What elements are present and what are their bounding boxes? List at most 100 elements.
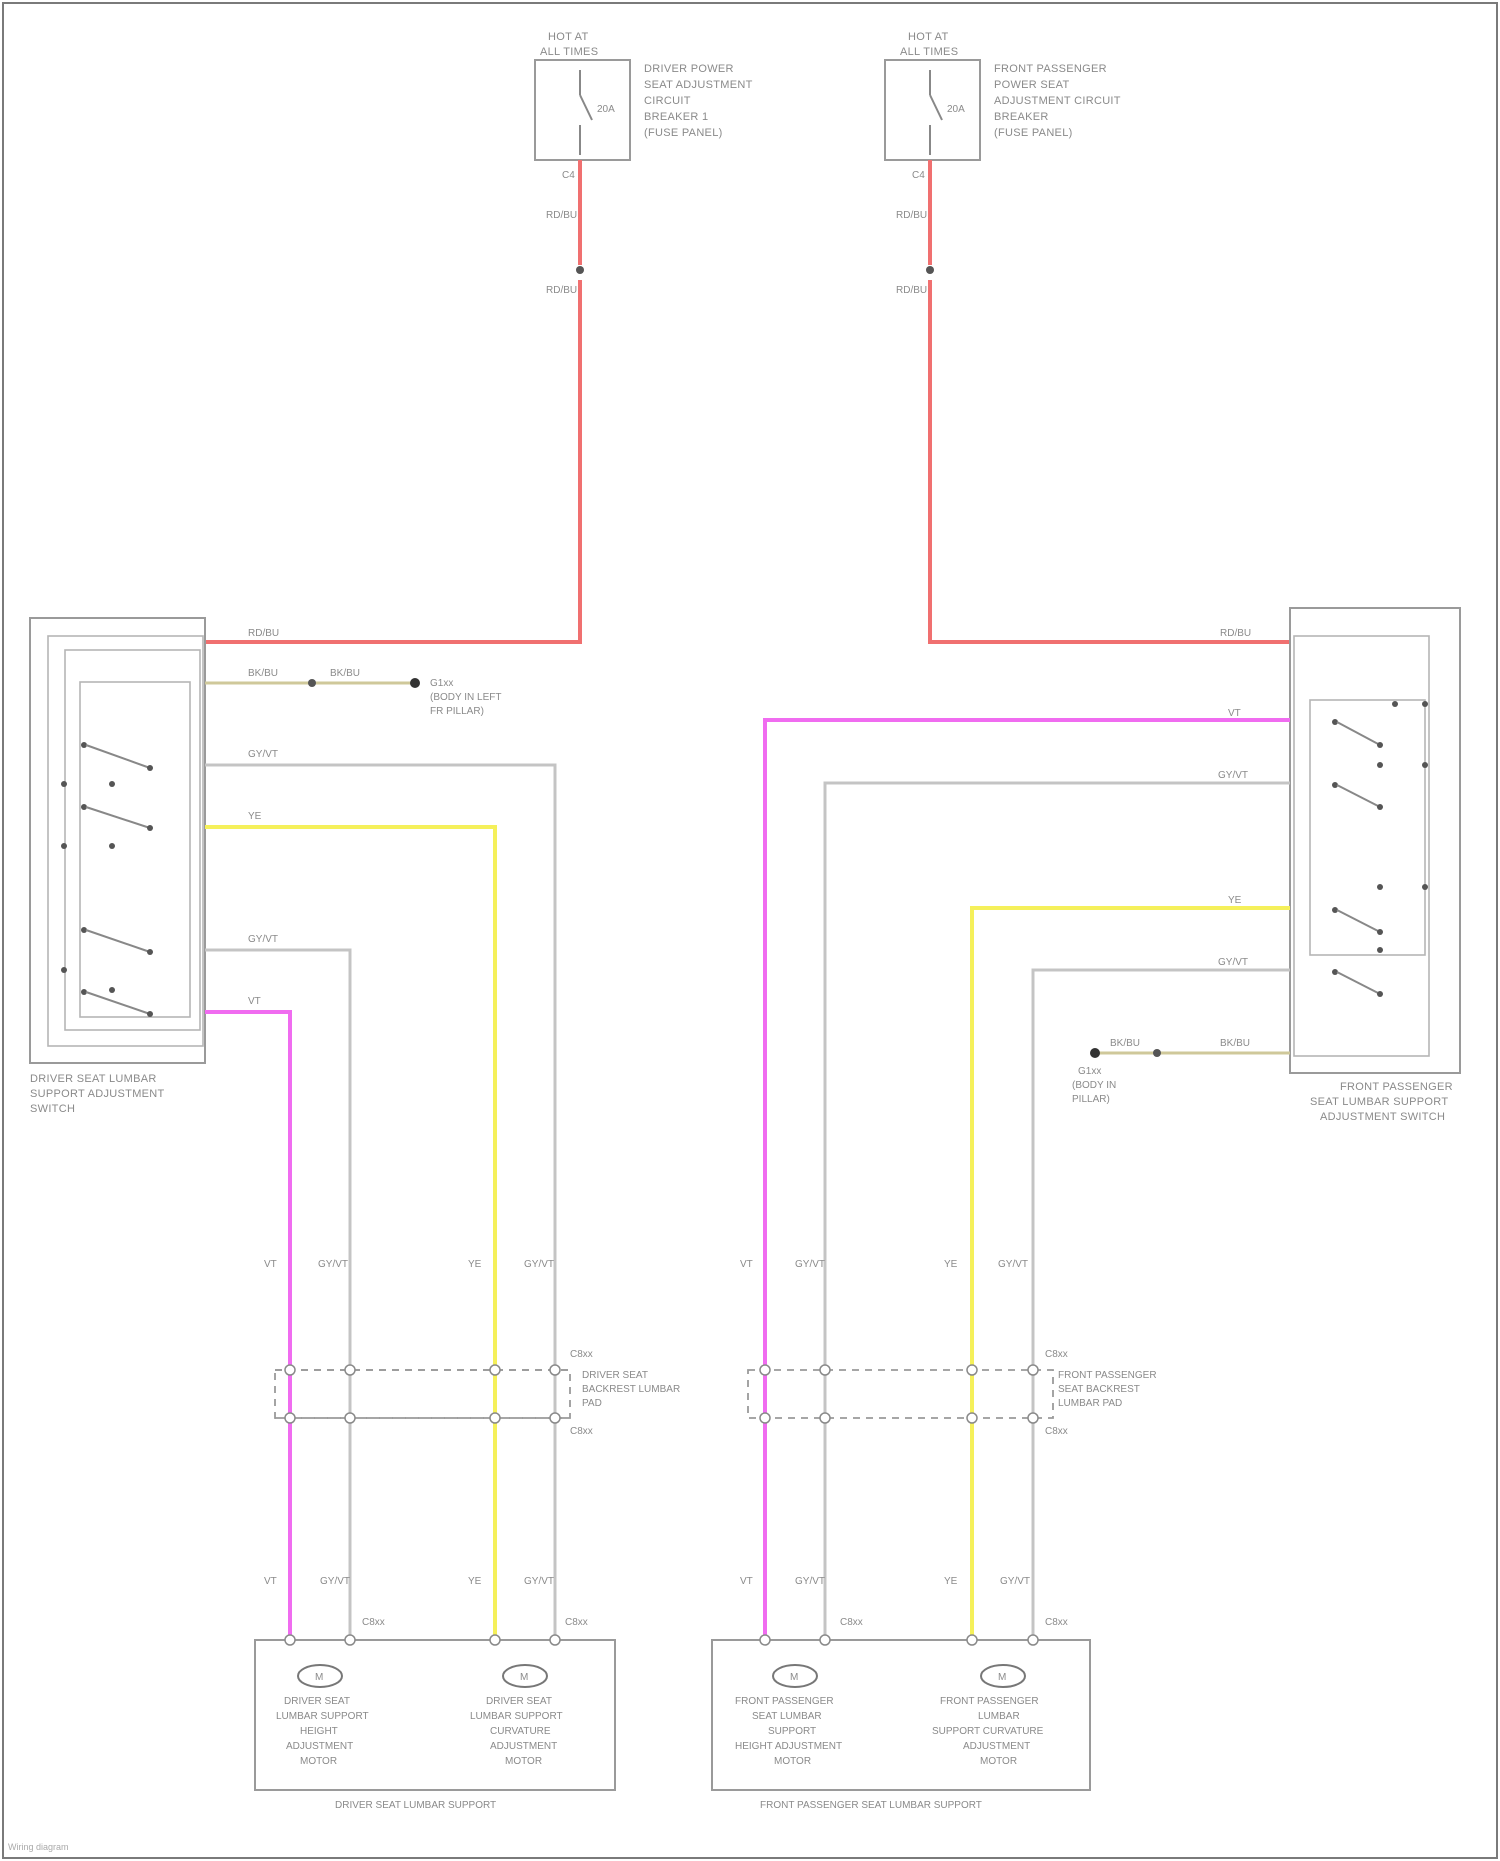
right-motor2-4: ADJUSTMENT xyxy=(963,1741,1030,1752)
right-power-wire xyxy=(930,160,1290,642)
left-connector-name-3: PAD xyxy=(582,1398,602,1409)
right-fuse-desc-3: ADJUSTMENT CIRCUIT xyxy=(994,95,1121,107)
right-ground-wire-label-1: BK/BU xyxy=(1110,1038,1140,1049)
left-fuse-desc-5: (FUSE PANEL) xyxy=(644,127,723,139)
right-switch-power-wire-label: RD/BU xyxy=(1220,628,1251,639)
right-motor1-1: FRONT PASSENGER xyxy=(735,1696,834,1707)
right-fuse-desc-4: BREAKER xyxy=(994,111,1049,123)
left-bottom-label-3: YE xyxy=(468,1576,482,1587)
right-connector-top-labels: VT GY/VT YE GY/VT xyxy=(740,1259,1028,1270)
left-connector-name-1: DRIVER SEAT xyxy=(582,1370,648,1381)
right-fuse-wire-2: RD/BU xyxy=(896,285,927,296)
right-switch-name-2: SEAT LUMBAR SUPPORT xyxy=(1310,1096,1448,1108)
left-ground-name-2: (BODY IN LEFT xyxy=(430,692,502,703)
left-motor1-2: LUMBAR SUPPORT xyxy=(276,1711,369,1722)
right-motor1-2: SEAT LUMBAR xyxy=(752,1711,822,1722)
right-fuse-pin: C4 xyxy=(912,170,925,181)
left-motor1-symbol: M xyxy=(315,1672,323,1683)
left-switch-w2-label: YE xyxy=(248,811,262,822)
left-motor2-3: CURVATURE xyxy=(490,1726,551,1737)
left-power-wire xyxy=(205,160,580,642)
right-motor1-4: HEIGHT ADJUSTMENT xyxy=(735,1741,842,1752)
right-top-label-4: GY/VT xyxy=(998,1259,1028,1270)
right-height-motor-icon: M xyxy=(773,1665,817,1687)
right-assembly-code-1: C8xx xyxy=(840,1617,863,1628)
right-bottom-label-4: GY/VT xyxy=(1000,1576,1030,1587)
right-bottom-label-3: YE xyxy=(944,1576,958,1587)
right-ground-name-3: PILLAR) xyxy=(1072,1094,1110,1105)
right-motor2-5: MOTOR xyxy=(980,1756,1017,1767)
left-motor2-1: DRIVER SEAT xyxy=(486,1696,552,1707)
right-fuse: HOT AT ALL TIMES 20A FRONT PASSENGER POW… xyxy=(885,31,1121,296)
right-connector-name-3: LUMBAR PAD xyxy=(1058,1398,1122,1409)
right-ground-name-2: (BODY IN xyxy=(1072,1080,1116,1091)
right-fuse-desc-5: (FUSE PANEL) xyxy=(994,127,1073,139)
right-switch-w4-label: GY/VT xyxy=(1218,957,1248,968)
left-ground-name-1: G1xx xyxy=(430,678,453,689)
left-connector-name-2: BACKREST LUMBAR xyxy=(582,1384,680,1395)
right-fuse-wire-1: RD/BU xyxy=(896,210,927,221)
right-motor1-3: SUPPORT xyxy=(768,1726,816,1737)
left-switch-name-1: DRIVER SEAT LUMBAR xyxy=(30,1073,157,1085)
right-motor2-3: SUPPORT CURVATURE xyxy=(932,1726,1044,1737)
left-inline-connector: C8xx C8xx DRIVER SEAT BACKREST LUMBAR PA… xyxy=(275,1349,680,1437)
right-bottom-label-1: VT xyxy=(740,1576,753,1587)
right-motor1-symbol: M xyxy=(790,1672,798,1683)
right-motor2-symbol: M xyxy=(998,1672,1006,1683)
left-motor1-4: ADJUSTMENT xyxy=(286,1741,353,1752)
right-wire-vt xyxy=(765,720,1290,1640)
left-switch-w3-label: GY/VT xyxy=(248,934,278,945)
left-connector-upper-code: C8xx xyxy=(570,1349,593,1360)
left-bottom-label-1: VT xyxy=(264,1576,277,1587)
left-fuse-rating: 20A xyxy=(597,104,615,115)
left-switch-w1-label: GY/VT xyxy=(248,749,278,760)
right-fuse-rating: 20A xyxy=(947,104,965,115)
left-ground-wire-label-2: BK/BU xyxy=(330,668,360,679)
left-bottom-label-2: GY/VT xyxy=(320,1576,350,1587)
left-top-label-1: VT xyxy=(264,1259,277,1270)
right-connector-name-2: SEAT BACKREST xyxy=(1058,1384,1140,1395)
right-wire-ye xyxy=(972,908,1290,1640)
left-motor2-5: MOTOR xyxy=(505,1756,542,1767)
right-fuse-times-label: ALL TIMES xyxy=(900,46,958,58)
right-connector-upper-code: C8xx xyxy=(1045,1349,1068,1360)
right-top-label-1: VT xyxy=(740,1259,753,1270)
left-wire-gy-vt-b xyxy=(205,950,350,1640)
right-fuse-box xyxy=(885,60,980,160)
left-switch-name-2: SUPPORT ADJUSTMENT xyxy=(30,1088,165,1100)
left-fuse-desc-4: BREAKER 1 xyxy=(644,111,708,123)
left-curvature-motor-icon: M xyxy=(503,1665,547,1687)
left-ground-wire-label-1: BK/BU xyxy=(248,668,278,679)
right-switch-name-3: ADJUSTMENT SWITCH xyxy=(1320,1111,1445,1123)
right-lumbar-switch: FRONT PASSENGER SEAT LUMBAR SUPPORT ADJU… xyxy=(1072,608,1460,1123)
left-motor1-3: HEIGHT xyxy=(300,1726,338,1737)
left-fuse-desc-1: DRIVER POWER xyxy=(644,63,734,75)
right-fuse-hot-label: HOT AT xyxy=(908,31,949,43)
right-motor1-5: MOTOR xyxy=(774,1756,811,1767)
left-fuse: HOT AT ALL TIMES 20A DRIVER POWER SEAT A… xyxy=(535,31,753,296)
left-motor2-symbol: M xyxy=(520,1672,528,1683)
left-connector-top-labels: VT GY/VT YE GY/VT xyxy=(264,1259,554,1270)
right-assembly-title: FRONT PASSENGER SEAT LUMBAR SUPPORT xyxy=(760,1800,982,1811)
right-lumbar-assembly: C8xx C8xx M M FRONT PASSENGER SEAT LUMBA… xyxy=(712,1617,1090,1811)
left-lumbar-switch: DRIVER SEAT LUMBAR SUPPORT ADJUSTMENT SW… xyxy=(30,618,502,1115)
left-assembly-code-2: C8xx xyxy=(565,1617,588,1628)
right-inline-connector: C8xx C8xx FRONT PASSENGER SEAT BACKREST … xyxy=(748,1349,1157,1437)
right-motor2-1: FRONT PASSENGER xyxy=(940,1696,1039,1707)
left-switch-outer xyxy=(30,618,205,1063)
right-assembly-code-2: C8xx xyxy=(1045,1617,1068,1628)
left-switch-power-wire-label: RD/BU xyxy=(248,628,279,639)
left-switch-name-3: SWITCH xyxy=(30,1103,75,1115)
left-connector-lower-code: C8xx xyxy=(570,1426,593,1437)
left-top-label-4: GY/VT xyxy=(524,1259,554,1270)
left-assembly-title: DRIVER SEAT LUMBAR SUPPORT xyxy=(335,1800,496,1811)
right-top-label-3: YE xyxy=(944,1259,958,1270)
left-wire-vt xyxy=(205,1012,290,1640)
right-wire-gy-vt-b xyxy=(1033,970,1290,1640)
right-top-label-2: GY/VT xyxy=(795,1259,825,1270)
left-motor2-4: ADJUSTMENT xyxy=(490,1741,557,1752)
right-switch-w1-label: VT xyxy=(1228,708,1241,719)
left-switch-w4-label: VT xyxy=(248,996,261,1007)
left-height-motor-icon: M xyxy=(298,1665,342,1687)
